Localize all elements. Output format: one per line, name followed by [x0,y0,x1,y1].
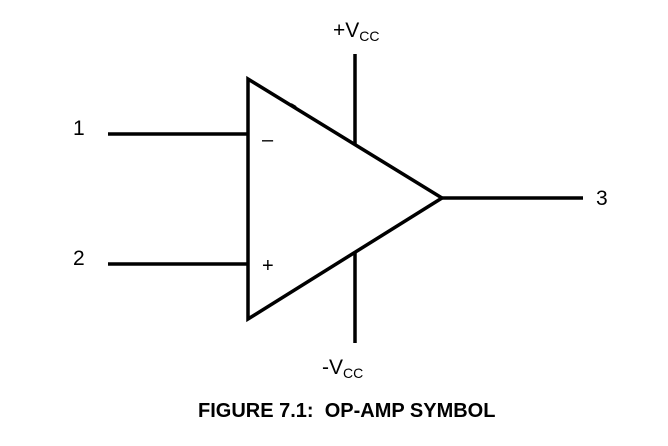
pin-3-label: 3 [596,187,608,210]
noninverting-sign: + [262,255,274,277]
negative-supply-subscript: CC [343,365,363,381]
positive-supply-label: +VCC [333,19,380,44]
figure-caption: FIGURE 7.1: OP-AMP SYMBOL [198,400,495,422]
inverting-sign: – [262,129,274,151]
pin-2-label: 2 [73,247,85,270]
positive-supply-subscript: CC [359,28,379,44]
negative-supply-prefix: -V [322,356,343,379]
op-amp-triangle [246,75,446,323]
edge-tick [290,103,297,108]
pin-1-label: 1 [73,117,85,140]
negative-supply-label: -VCC [322,356,363,381]
positive-supply-prefix: +V [333,19,359,42]
